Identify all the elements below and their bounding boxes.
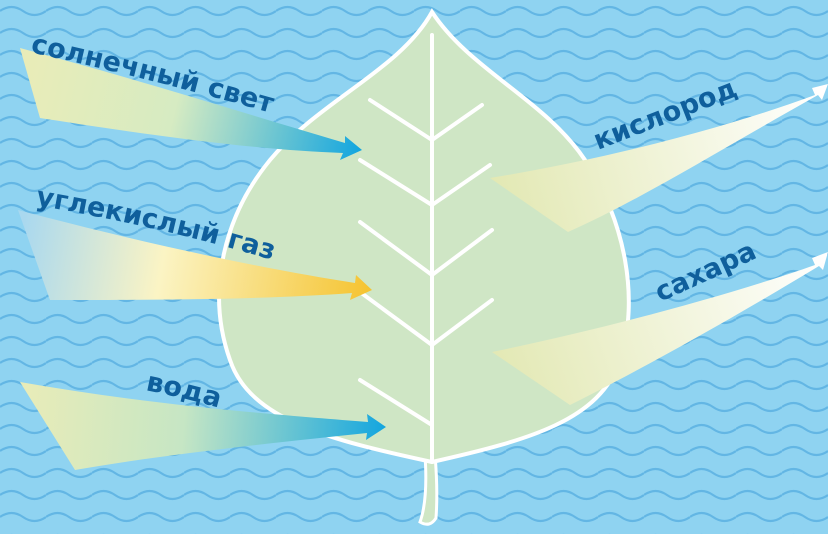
diagram-canvas: солнечный свет углекислый газ вода кисло… (0, 0, 828, 534)
photosynthesis-diagram: солнечный свет углекислый газ вода кисло… (0, 0, 828, 534)
